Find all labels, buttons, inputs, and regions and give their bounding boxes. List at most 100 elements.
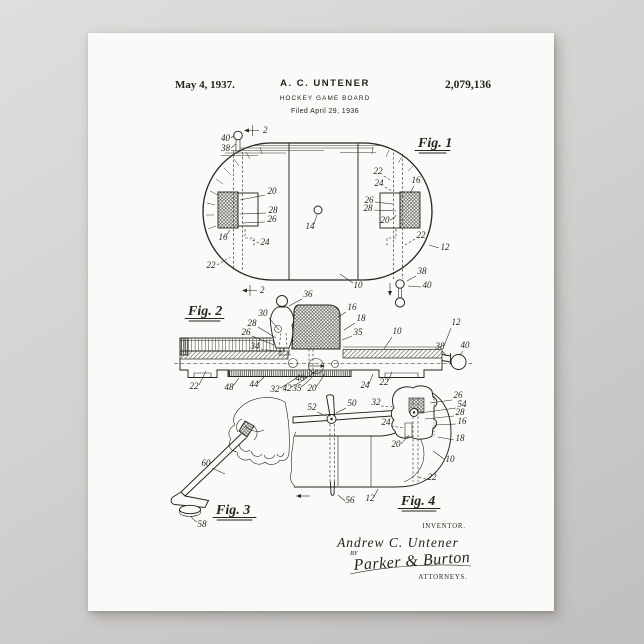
control-knob-top [234, 131, 243, 140]
board-surface-left [180, 351, 288, 359]
knob-stem-bottom [399, 288, 402, 298]
goalie-head [277, 296, 288, 307]
ref-label: 32 [270, 384, 281, 394]
ref-label: 12 [441, 242, 451, 252]
ref-label: 10 [446, 454, 456, 464]
figure-3: Fig. 3 60 58 [171, 397, 289, 529]
ref-label: 24 [382, 417, 392, 427]
figure-1-underline [415, 151, 450, 154]
figure-3-label: Fig. 3 [215, 503, 250, 518]
board-top-rail [295, 426, 407, 436]
figure-4: Fig. 4 52 50 32 [290, 386, 467, 511]
ref-label: 44 [250, 379, 260, 389]
figure-4-label: Fig. 4 [400, 494, 435, 509]
ref-label: 38 [435, 341, 446, 351]
ref-label: 32 [371, 397, 382, 407]
figure-1-label: Fig. 1 [417, 136, 452, 151]
left-goal-mouth [238, 193, 258, 226]
board-surface-right [343, 350, 442, 359]
gear-rack [229, 370, 351, 377]
patent-title: HOCKEY GAME BOARD [280, 95, 371, 102]
board-wall-section [180, 338, 284, 351]
ref-label: 16 [219, 232, 229, 242]
figure-2-underline [185, 319, 224, 322]
figure-3-reference-numerals: 60 58 [191, 458, 225, 529]
rink-zone-lines [289, 144, 358, 280]
patent-filed-date: Filed April 29, 1936 [291, 108, 359, 115]
player-hand [229, 397, 289, 464]
torn-edge [290, 432, 296, 486]
motion-arrow-icon [296, 494, 301, 498]
ref-label: 52 [308, 402, 318, 412]
ref-label: 46 [296, 373, 306, 383]
inventor-label: INVENTOR. [422, 523, 466, 530]
control-knob-bottom-end [395, 298, 404, 307]
ref-label: 58 [198, 519, 208, 529]
ref-label: 24 [261, 237, 271, 247]
ref-label: 20 [392, 439, 402, 449]
goal-net-section [292, 305, 340, 349]
ref-label: 26 [268, 214, 278, 224]
trigger-arm-top [327, 395, 335, 416]
stick-grip [239, 421, 254, 437]
ref-label: 48 [225, 382, 235, 392]
figure-2-label: Fig. 2 [187, 304, 222, 319]
figure-3-underline [213, 518, 256, 521]
figure-4-underline [398, 509, 440, 512]
ref-label: 60 [202, 458, 212, 468]
section-arrow-top-icon [244, 129, 249, 133]
ball-handle [451, 355, 466, 370]
goalie-body [270, 307, 293, 348]
ref-label: 22 [428, 472, 438, 482]
ref-label: 10 [354, 280, 364, 290]
ref-label: 22 [374, 166, 384, 176]
ref-label: 24 [361, 380, 371, 390]
motion-arrow-icon [321, 364, 326, 368]
patent-date: May 4, 1937. [175, 79, 235, 91]
ref-label: 40 [221, 133, 231, 143]
ref-label: 30 [258, 308, 269, 318]
figure-1: Fig. 1 2 2 40 [203, 125, 452, 307]
ref-label: 50 [348, 398, 358, 408]
ref-label: 14 [306, 221, 316, 231]
patent-drawing: May 4, 1937. A. C. UNTENER HOCKEY GAME B… [88, 33, 554, 611]
ref-label: 18 [456, 433, 466, 443]
hockey-stick-shaft [181, 434, 246, 496]
ref-label: 22 [417, 230, 427, 240]
ref-label: 20 [268, 186, 278, 196]
board-panel-joints [338, 436, 371, 487]
ref-label: 26 [242, 327, 252, 337]
ref-label: 35 [292, 383, 303, 393]
figure-4-reference-numerals: 52 50 32 26 54 28 16 18 24 20 10 22 56 [308, 390, 468, 505]
ref-label: 35 [353, 327, 364, 337]
ref-label: 20 [381, 215, 391, 225]
ref-label: 28 [364, 203, 374, 213]
ref-label: 34 [250, 341, 261, 351]
ref-label: 16 [412, 175, 422, 185]
inventor-signature: Andrew C. Untener [336, 535, 459, 550]
ref-label: 20 [308, 383, 318, 393]
puck [180, 505, 201, 513]
section-arrow-bottom-icon [242, 289, 247, 293]
pin [332, 361, 339, 368]
patent-inventor-name: A. C. UNTENER [280, 78, 370, 89]
ref-label: 16 [348, 302, 358, 312]
ref-label: 12 [366, 493, 376, 503]
control-knob-bottom [396, 280, 404, 288]
section-marker: 2 [263, 125, 268, 135]
trigger-arm-tip [331, 482, 335, 496]
ref-label: 56 [346, 495, 356, 505]
left-goal-net [218, 192, 238, 228]
ref-label: 18 [357, 313, 367, 323]
section-marker: 2 [260, 285, 265, 295]
right-goal-net [400, 192, 420, 228]
ref-label: 22 [207, 260, 217, 270]
ref-label: 40 [461, 340, 471, 350]
ref-label: 22 [190, 381, 200, 391]
ref-label: 38 [417, 266, 428, 276]
ref-label: 22 [380, 377, 390, 387]
ref-label: 40 [423, 280, 433, 290]
ref-label: 12 [452, 317, 462, 327]
center-puck [314, 206, 322, 214]
